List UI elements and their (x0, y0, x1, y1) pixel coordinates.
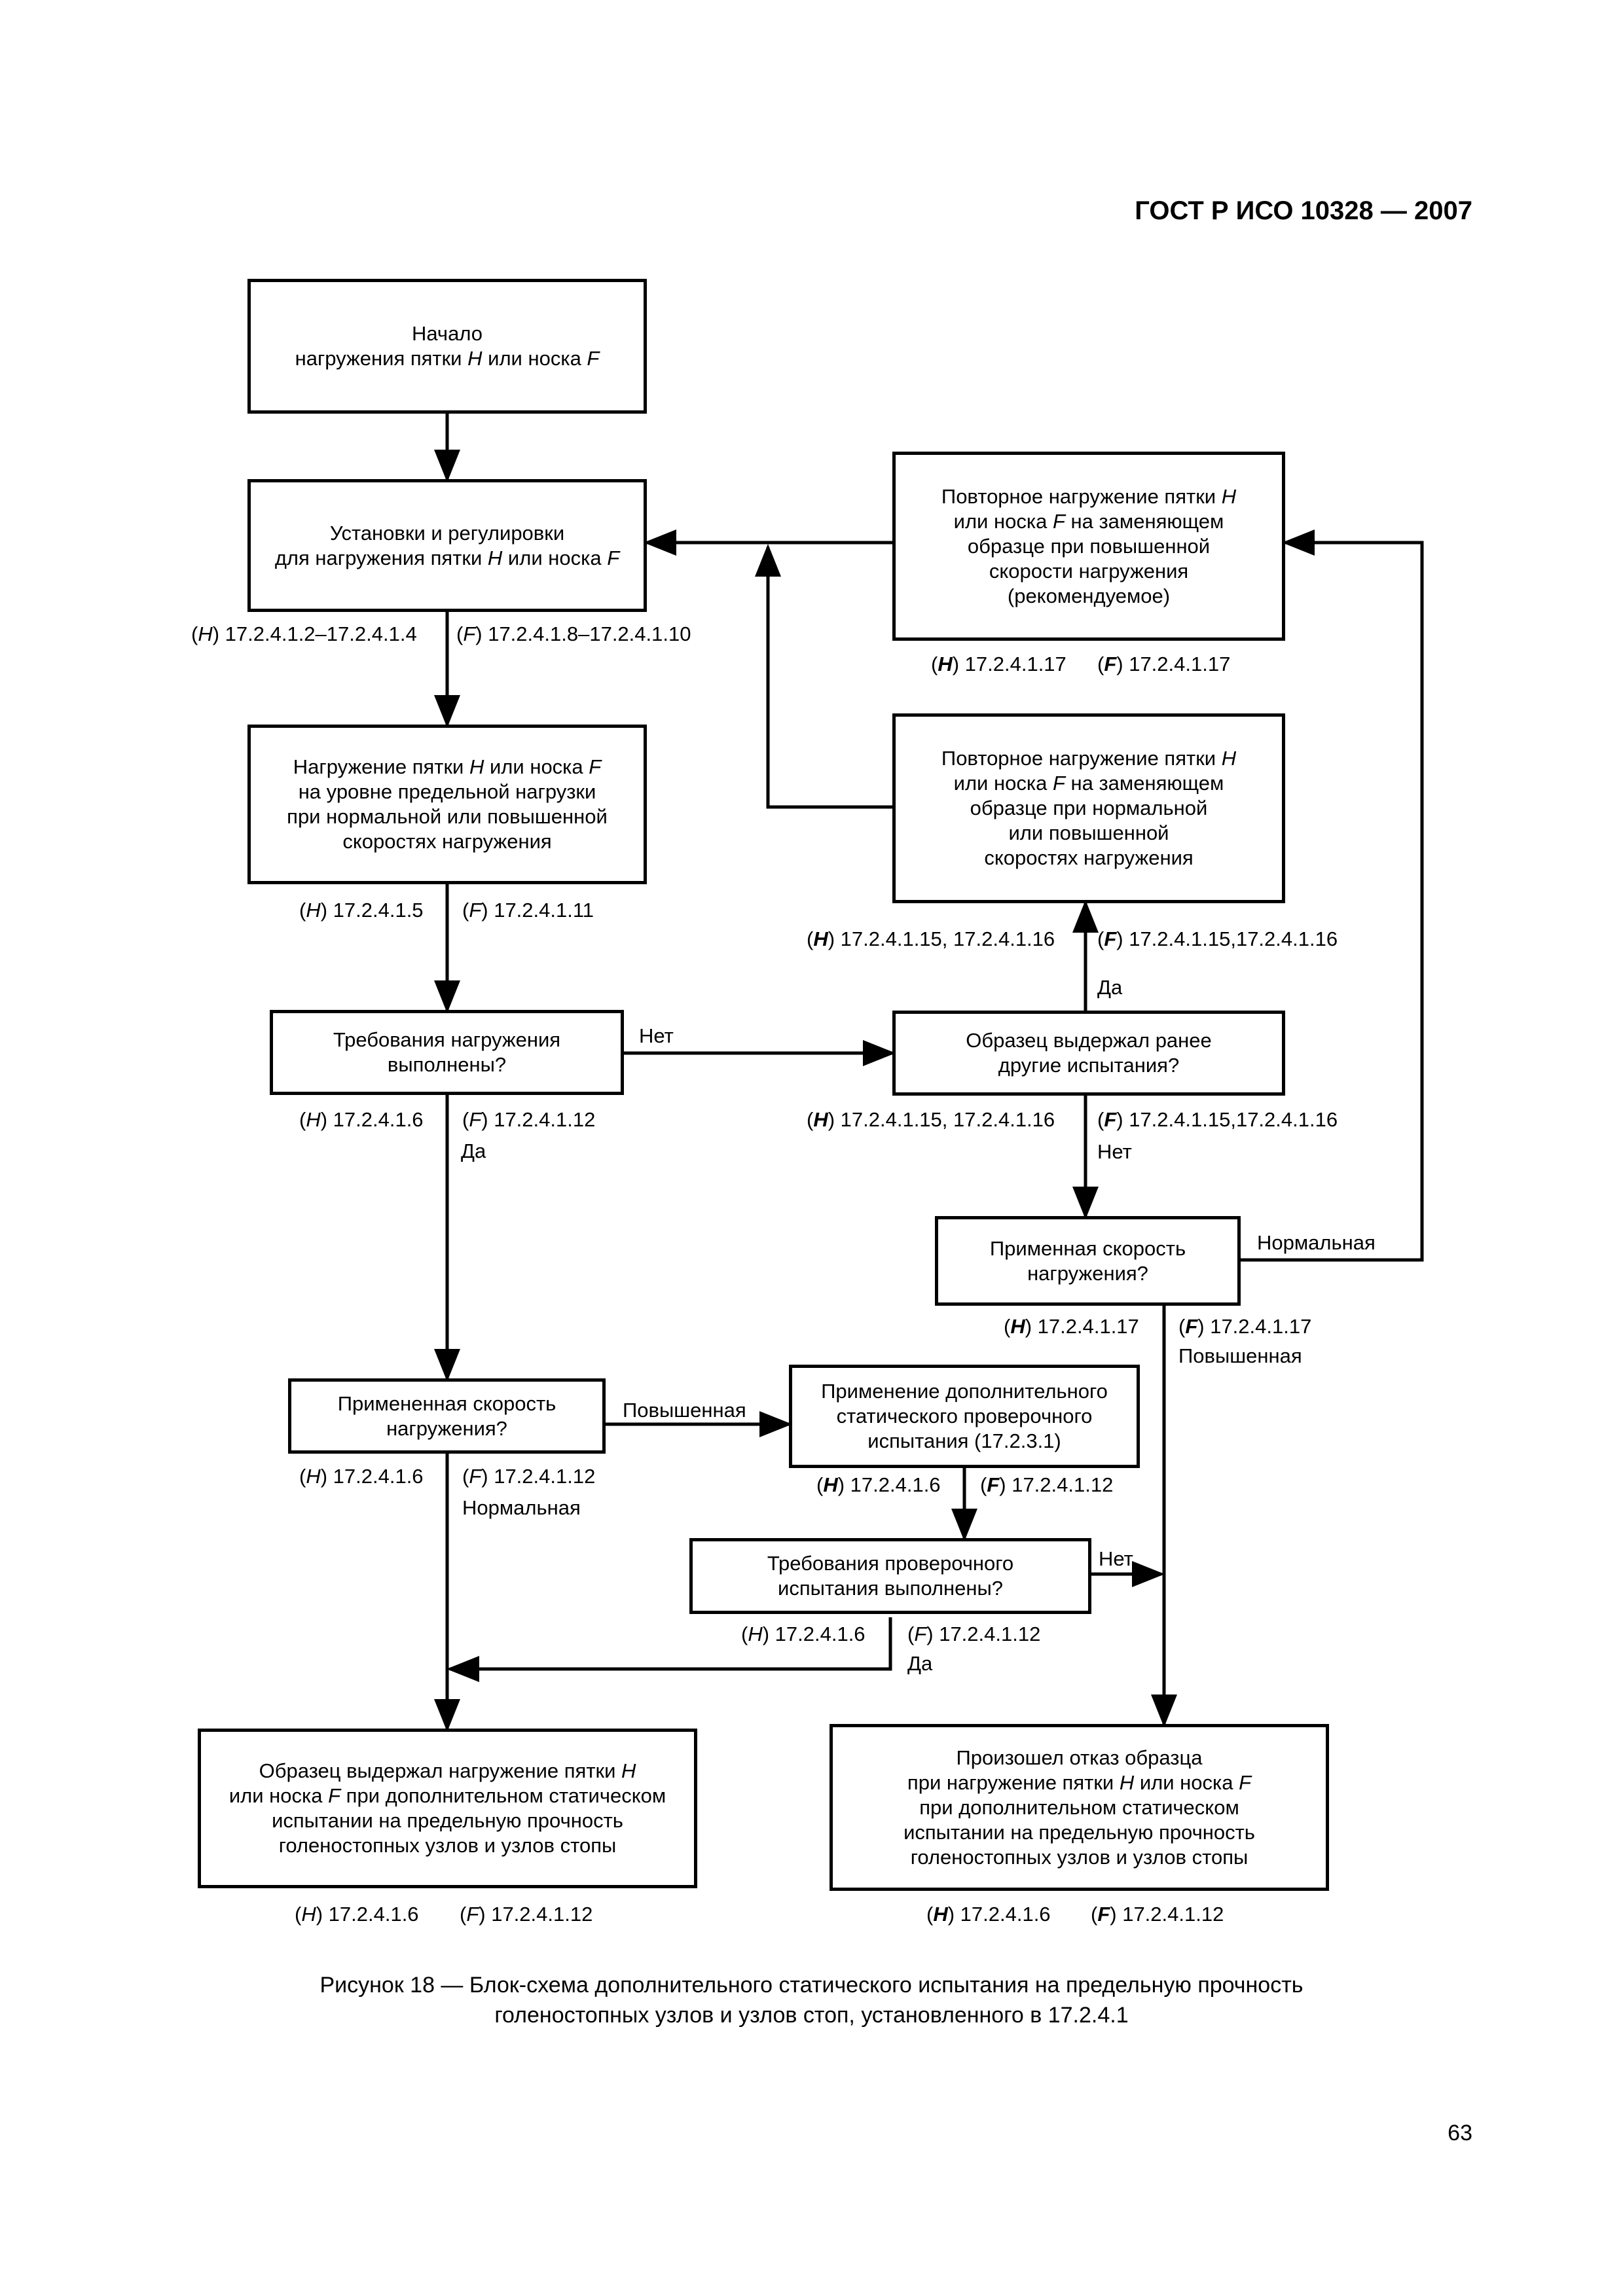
ref-passed-f: (F) 17.2.4.1.12 (460, 1903, 593, 1926)
arrow-check-yes (447, 1617, 892, 1682)
ref-load-h: (H) 17.2.4.1.5 (299, 899, 424, 922)
label-yes-1: Да (461, 1139, 486, 1162)
ref-setup-h: (H) 17.2.4.1.2–17.2.4.1.4 (191, 622, 417, 645)
ref-passed-h: (H) 17.2.4.1.6 (295, 1903, 419, 1926)
label-elevated-left: Повышенная (623, 1399, 746, 1422)
ref-passed-before-h: (H) 17.2.4.1.15, 17.2.4.1.16 (807, 1108, 1055, 1131)
label-elevated-right: Повышенная (1178, 1344, 1302, 1367)
ref-additional-f: (F) 17.2.4.1.12 (980, 1473, 1114, 1496)
ref-failed-f: (F) 17.2.4.1.12 (1091, 1903, 1224, 1926)
ref-check-f: (F) 17.2.4.1.12 (907, 1623, 1041, 1645)
ref-speed-left-f: (F) 17.2.4.1.12 (462, 1465, 596, 1488)
figure-caption: Рисунок 18 — Блок-схема дополнительного … (0, 1970, 1623, 2030)
caption-line-1: Рисунок 18 — Блок-схема дополнительного … (319, 1973, 1304, 1998)
label-no-3: Нет (1099, 1547, 1133, 1570)
ref-speed-right-h: (H) 17.2.4.1.17 (1004, 1315, 1139, 1338)
ref-repeat-normal-h: (H) 17.2.4.1.15, 17.2.4.1.16 (807, 927, 1055, 950)
page-number: 63 (1448, 2121, 1472, 2145)
ref-repeat-normal-f: (F) 17.2.4.1.15,17.2.4.1.16 (1097, 927, 1338, 950)
ref-req-f: (F) 17.2.4.1.12 (462, 1108, 596, 1131)
arrow-speed-right-normal (1241, 529, 1424, 1262)
ref-speed-left-h: (H) 17.2.4.1.6 (299, 1465, 424, 1488)
label-yes-3: Да (907, 1652, 933, 1675)
ref-load-f: (F) 17.2.4.1.11 (462, 899, 594, 922)
ref-additional-h: (H) 17.2.4.1.6 (816, 1473, 941, 1496)
document-header: ГОСТ Р ИСО 10328 — 2007 (1135, 196, 1472, 225)
ref-failed-h: (H) 17.2.4.1.6 (926, 1903, 1051, 1926)
ref-passed-before-f: (F) 17.2.4.1.15,17.2.4.1.16 (1097, 1108, 1338, 1131)
arrow-repeat-normal-to-setup (755, 544, 892, 809)
ref-repeat-high-h: (H) 17.2.4.1.17 (931, 653, 1067, 675)
label-normal-left: Нормальная (462, 1496, 581, 1519)
ref-repeat-high-f: (F) 17.2.4.1.17 (1097, 653, 1231, 675)
label-no-2: Нет (1097, 1140, 1132, 1163)
ref-setup-f: (F) 17.2.4.1.8–17.2.4.1.10 (456, 622, 691, 645)
label-no-1: Нет (639, 1024, 674, 1047)
caption-line-2: голеностопных узлов и узлов стоп, устано… (494, 2003, 1129, 2028)
ref-req-h: (H) 17.2.4.1.6 (299, 1108, 424, 1131)
ref-speed-right-f: (F) 17.2.4.1.17 (1178, 1315, 1312, 1338)
label-yes-2: Да (1097, 976, 1123, 999)
ref-check-h: (H) 17.2.4.1.6 (741, 1623, 866, 1645)
label-normal-right: Нормальная (1257, 1231, 1376, 1254)
